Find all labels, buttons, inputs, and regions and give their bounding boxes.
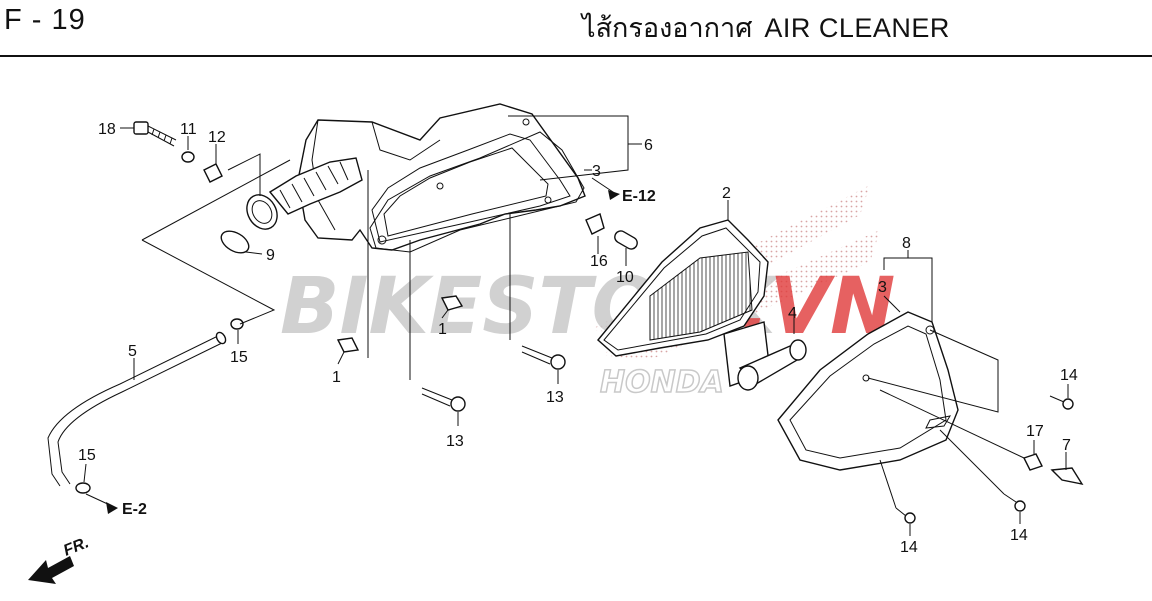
reference-e2: E-2 — [122, 501, 147, 518]
callout-13-lower: 13 — [446, 433, 464, 450]
callout-6: 6 — [644, 137, 653, 154]
drain-tube — [47, 331, 227, 487]
clip-15-upper — [230, 318, 244, 330]
page-code: F - 19 — [4, 4, 86, 36]
page-header: F - 19 ไส้กรองอากาศ AIR CLEANER — [0, 0, 1152, 57]
callout-8: 8 — [902, 235, 911, 252]
clip-16 — [585, 213, 605, 235]
callout-labels: 18 11 12 6 3 2 9 16 10 8 3 1 4 5 15 1 13… — [78, 121, 1078, 556]
callout-7: 7 — [1062, 437, 1071, 454]
watermark-sub-text: HONDA — [600, 365, 724, 400]
e12-arrow-icon — [608, 190, 620, 200]
callout-5: 5 — [128, 343, 137, 360]
callout-3-lower: 3 — [878, 279, 887, 296]
section-title-thai: ไส้กรองอากาศ — [582, 13, 753, 43]
callout-4: 4 — [788, 305, 797, 322]
screw-13b — [421, 387, 466, 412]
callout-3-upper: 3 — [592, 163, 601, 180]
callout-10: 10 — [616, 269, 634, 286]
bolt-18 — [133, 121, 177, 147]
callout-15-lower: 15 — [78, 447, 96, 464]
air-cleaner-cover — [777, 311, 959, 471]
drain-connector — [723, 321, 807, 391]
band-clamp — [220, 230, 250, 254]
case-seal — [369, 131, 585, 253]
callout-2: 2 — [722, 185, 731, 202]
callout-17: 17 — [1026, 423, 1044, 440]
reference-e12: E-12 — [622, 188, 656, 205]
clip-15-lower — [75, 482, 91, 494]
callout-14-right: 14 — [1010, 527, 1028, 544]
callout-1-upper: 1 — [438, 321, 447, 338]
callout-14-lower: 14 — [900, 539, 918, 556]
callout-1-lower: 1 — [332, 369, 341, 386]
leader-lines — [83, 115, 1069, 536]
front-direction-label: FR. — [61, 534, 91, 559]
intake-duct — [246, 157, 363, 230]
nut-11 — [181, 151, 195, 163]
header-rule — [0, 55, 1152, 57]
screw-14c — [895, 507, 916, 524]
grommet-1b — [336, 337, 360, 353]
tube-10 — [614, 230, 638, 250]
screw-14a — [1049, 395, 1074, 410]
screw-14b — [1003, 493, 1026, 512]
cap-7 — [1050, 467, 1084, 486]
callout-18: 18 — [98, 121, 116, 138]
screw-13a — [521, 345, 566, 370]
callout-11: 11 — [180, 121, 197, 138]
callout-16: 16 — [590, 253, 608, 270]
air-filter-element — [597, 219, 769, 357]
front-arrow-icon — [28, 556, 74, 584]
grommet-1a — [440, 295, 464, 311]
callout-12: 12 — [208, 129, 226, 146]
callout-14-upper: 14 — [1060, 367, 1078, 384]
section-title-english: AIR CLEANER — [764, 13, 950, 43]
callout-9: 9 — [266, 247, 275, 264]
section-title: ไส้กรองอากาศ AIR CLEANER — [582, 6, 950, 49]
e2-arrow-icon — [106, 502, 118, 514]
clip-12 — [203, 163, 223, 183]
callout-13-upper: 13 — [546, 389, 564, 406]
grommet-17 — [1023, 453, 1043, 471]
air-cleaner-case — [297, 103, 586, 251]
callout-15-upper: 15 — [230, 349, 248, 366]
